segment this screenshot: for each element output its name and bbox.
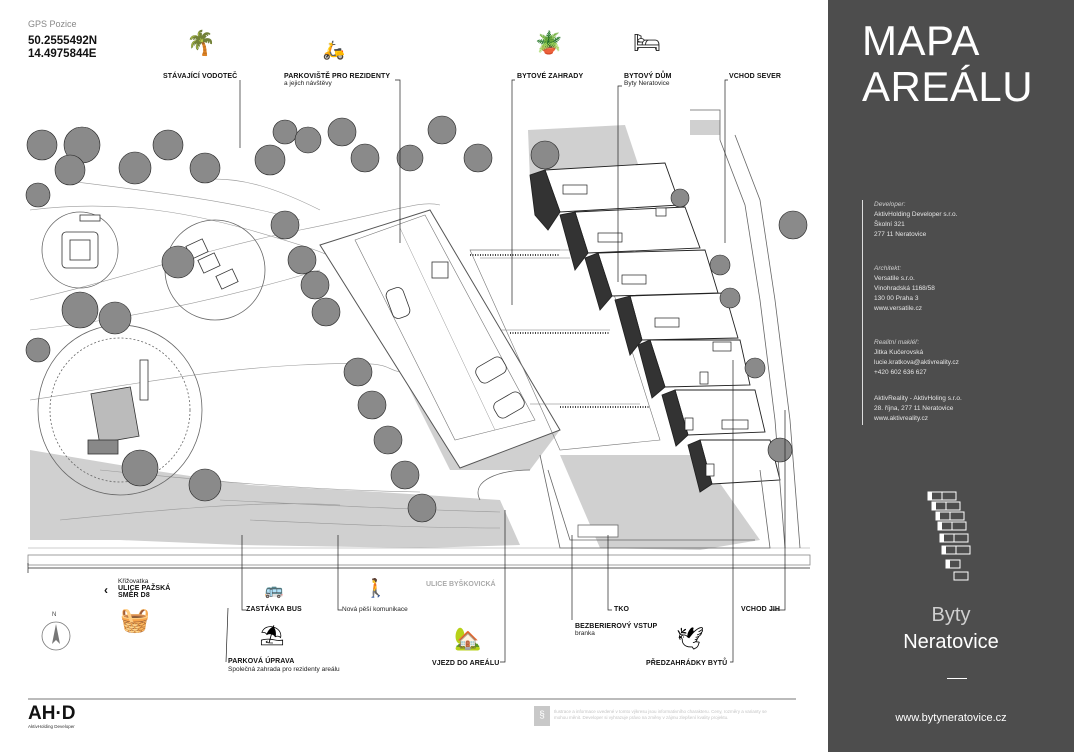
disclaimer-line-1: Ilustrace a informace uvedené v tomto vý… xyxy=(554,709,767,714)
architect-line-3: 130 00 Praha 3 xyxy=(874,295,919,302)
leader-lines xyxy=(225,79,786,663)
disclaimer: Ilustrace a informace uvedené v tomto vý… xyxy=(554,709,794,721)
architect-line-1: Versatile s.r.o. xyxy=(874,275,915,282)
label-vchod-jih: VCHOD JIH xyxy=(741,606,781,613)
label-zahrady: BYTOVÉ ZAHRADY xyxy=(517,73,584,80)
label-dum: BYTOVÝ DŮM xyxy=(624,73,672,80)
brand-dash xyxy=(947,678,967,679)
label-parkoviste: PARKOVIŠTĚ PRO REZIDENTY xyxy=(284,73,391,80)
bed-icon: 🛏 xyxy=(633,30,661,55)
developer-line-1: AktivHolding Developer s.r.o. xyxy=(874,211,958,218)
hedges xyxy=(470,254,650,408)
realtor-email[interactable]: lucie.kratkova@aktivreality.cz xyxy=(874,359,959,366)
site-plan-drawing xyxy=(25,79,811,663)
agency-website[interactable]: www.aktivreality.cz xyxy=(874,415,929,422)
site-map: GPS Pozice 50.2555492N 14.4975844E xyxy=(25,19,811,729)
label-pesi-komunikace: Nová pěší komunikace xyxy=(342,606,408,613)
label-krizovatka: Křižovatka xyxy=(118,578,149,585)
picnic-basket-icon: 🧺 xyxy=(120,607,150,634)
playground xyxy=(61,214,239,455)
architect-info: Architekt: Versatile s.r.o. Vinohradská … xyxy=(874,264,935,314)
agency-info: AktivReality - AktivHoling s.r.o. 28. ří… xyxy=(874,394,962,424)
disclaimer-line-2: mohou měnit. Developer si vyhrazuje práv… xyxy=(554,715,729,720)
label-vodotec: STÁVAJÍCÍ VODOTEČ xyxy=(163,73,238,80)
north-label: N xyxy=(52,612,57,618)
label-ulice-pazska: ULICE PAŽSKÁ xyxy=(118,585,171,592)
palm-tree-icon: 🌴 xyxy=(186,30,216,57)
building-logo xyxy=(927,491,971,581)
website-link[interactable]: www.bytyneratovice.cz xyxy=(895,712,1007,724)
scooter-icon: 🛵 xyxy=(322,40,346,60)
label-parkova-sub: Společná zahrada pro rezidenty areálu xyxy=(228,666,340,673)
architect-heading: Architekt: xyxy=(874,265,902,272)
arrow-left-icon: ‹ xyxy=(104,583,108,597)
label-tko: TKO xyxy=(614,606,630,613)
panel-title-line-1: MAPA xyxy=(862,17,980,64)
panel-title: MAPA AREÁLU xyxy=(862,18,1033,110)
developer-heading: Developer: xyxy=(874,201,906,208)
architect-line-2: Vinohradská 1168/58 xyxy=(874,285,935,292)
street-bracket xyxy=(27,563,810,573)
label-bezbarierovy-vstup: BEZBERIEROVÝ VSTUP xyxy=(575,623,658,630)
info-panel: MAPA AREÁLU Developer: AktivHolding Deve… xyxy=(828,0,1074,752)
garden-strips xyxy=(469,249,661,451)
developer-logo-sub: AktivHolding Developer xyxy=(28,724,75,729)
roads xyxy=(477,109,801,549)
label-parkoviste-sub: a jejich návštěvy xyxy=(284,80,332,87)
label-smer-d8: SMĚR D8 xyxy=(118,592,150,599)
realtor-heading: Realitní makléř: xyxy=(874,339,920,346)
walking-path-icon: 🚶 xyxy=(364,578,388,598)
footer-divider xyxy=(28,698,796,700)
label-vchod-sever: VCHOD SEVER xyxy=(729,73,782,80)
panel-title-line-2: AREÁLU xyxy=(862,63,1034,110)
info-separator xyxy=(862,200,863,425)
dove-icon: 🕊 xyxy=(676,626,704,651)
brand-byty: Byty xyxy=(931,604,971,626)
label-dum-sub: Byty Neratovice xyxy=(624,80,670,87)
developer-info: Developer: AktivHolding Developer s.r.o.… xyxy=(874,200,957,240)
realtor-info: Realitní makléř: Jitka Kučerovská lucie.… xyxy=(874,338,959,378)
gps-longitude: 14.4975844E xyxy=(28,48,97,60)
compass-icon xyxy=(41,621,71,651)
apartment-buildings xyxy=(529,162,781,493)
bus-icon: 🚌 xyxy=(264,582,284,599)
label-zastavka-bus: ZASTÁVKA BUS xyxy=(246,606,302,613)
architect-website[interactable]: www.versatile.cz xyxy=(874,305,923,312)
sunbed-icon: ⛱ xyxy=(259,625,285,647)
label-ulice-byskovicka: ULICE BYŠKOVICKÁ xyxy=(426,581,496,588)
brand-neratovice: Neratovice xyxy=(903,631,999,653)
trees xyxy=(25,115,808,523)
home-heart-icon: 🏡 xyxy=(454,626,482,651)
label-vjezd: VJEZD DO AREÁLU xyxy=(432,660,500,667)
gps-latitude: 50.2555492N xyxy=(28,35,98,47)
agency-address: 28. října, 277 11 Neratovice xyxy=(874,405,954,412)
realtor-name: Jitka Kučerovská xyxy=(874,349,924,356)
label-predzahradky: PŘEDZAHRÁDKY BYTŮ xyxy=(646,660,728,667)
watering-can-icon: 🪴 xyxy=(535,30,563,55)
parking xyxy=(319,209,561,469)
gps-title: GPS Pozice xyxy=(28,19,77,29)
developer-line-2: Školní 321 xyxy=(874,221,905,228)
label-branka: branka xyxy=(575,630,595,637)
realtor-phone[interactable]: +420 602 636 627 xyxy=(874,369,927,376)
developer-line-3: 277 11 Neratovice xyxy=(874,231,927,238)
label-parkova-uprava: PARKOVÁ ÚPRAVA xyxy=(228,658,295,665)
windows xyxy=(562,184,749,477)
paragraph-icon: § xyxy=(534,706,550,726)
developer-logo: AH·D xyxy=(28,703,76,724)
agency-name: AktivReality - AktivHoling s.r.o. xyxy=(874,395,962,402)
